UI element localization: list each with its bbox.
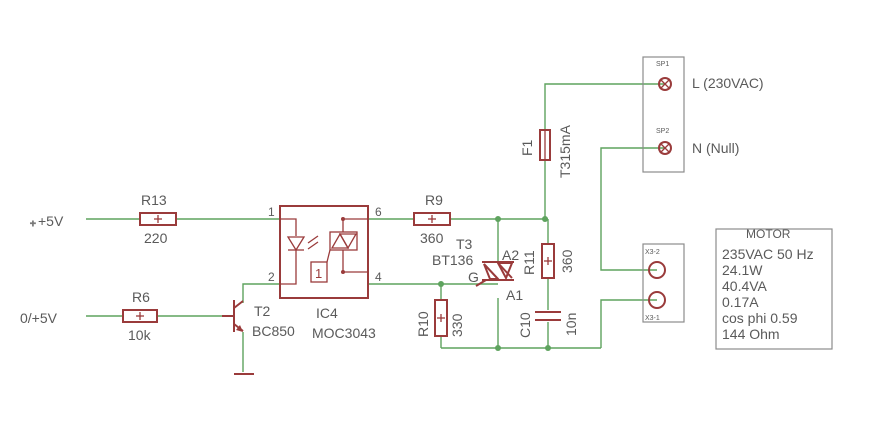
r6-value: 10k [128,327,152,343]
resistor-r6: R6 10k [122,289,158,343]
t2-value: BC850 [252,323,295,339]
vin1-label: +5V [38,213,64,229]
ic4-pin1: 1 [268,205,275,219]
junctions [438,216,551,351]
x3-1-name: X3-1 [645,315,660,322]
f1-value: T315mA [557,124,573,178]
ic4-zc-label: 1 [315,266,322,281]
ic4-pin2: 2 [268,270,275,284]
svg-text:+: + [30,219,36,230]
ic4-pin4: 4 [375,270,382,284]
ic4-value: MOC3043 [312,325,376,341]
sp2-name: SP2 [656,128,669,135]
t2-name: T2 [254,303,271,319]
resistor-r13: R13 220 [139,192,177,246]
terminal-x3-2-icon [648,261,666,279]
r11-name: R11 [521,250,537,275]
r10-name: R10 [415,311,431,337]
ic4-name: IC4 [316,305,338,321]
t3-a2: A2 [502,247,519,263]
motor-line-3: 40.4VA [722,278,768,294]
terminal-sp1-icon [658,77,672,91]
input-0-5v: 0/+5V [20,310,58,326]
r6-name: R6 [132,289,150,305]
r9-name: R9 [425,192,443,208]
motor-line-1: 235VAC 50 Hz [722,246,814,262]
motor-line-5: cos phi 0.59 [722,310,798,326]
ic4-pin6: 6 [375,205,382,219]
resistor-r11: R11 360 [521,243,575,279]
c10-value: 10n [563,313,579,336]
fuse-f1: F1 T315mA [519,124,573,178]
motor-line-4: 0.17A [722,294,759,310]
motor-info-box: MOTOR 235VAC 50 Hz 24.1W 40.4VA 0.17A co… [715,227,833,350]
t3-a1: A1 [506,287,523,303]
optocoupler-ic4: 1 2 6 4 1 IC4 MOC3043 [268,205,382,341]
resistor-r10: R10 330 [415,299,465,337]
r10-value: 330 [449,313,465,337]
terminal-sp2-icon [658,141,672,155]
vin2-label: 0/+5V [20,310,58,326]
n-label: N (Null) [692,140,739,156]
c10-name: C10 [517,312,533,338]
power-terminal-block: SP1 SP2 L (230VAC) N (Null) [642,56,764,173]
f1-name: F1 [519,139,535,156]
transistor-t2: T2 BC850 [222,300,295,375]
t3-g: G [468,269,479,285]
motor-line-6: 144 Ohm [722,326,780,342]
terminal-x3-1-icon [648,291,666,309]
motor-line-2: 24.1W [722,262,763,278]
r13-value: 220 [144,230,168,246]
t3-value: BT136 [432,252,473,268]
triac-t3: T3 BT136 A2 G A1 [432,236,523,303]
motor-connector-x3: X3-2 X3-1 [642,243,685,323]
sp1-name: SP1 [656,61,669,68]
r9-value: 360 [420,230,444,246]
input-plus5v: + +5V [30,213,64,231]
r13-name: R13 [141,192,167,208]
capacitor-c10: C10 10n [517,311,579,338]
x3-2-name: X3-2 [645,249,660,256]
t3-name: T3 [456,236,473,252]
l-label: L (230VAC) [692,75,764,91]
resistor-r9: R9 360 [413,192,451,246]
motor-title: MOTOR [746,227,791,241]
r11-value: 360 [559,249,575,273]
wires [86,83,665,372]
